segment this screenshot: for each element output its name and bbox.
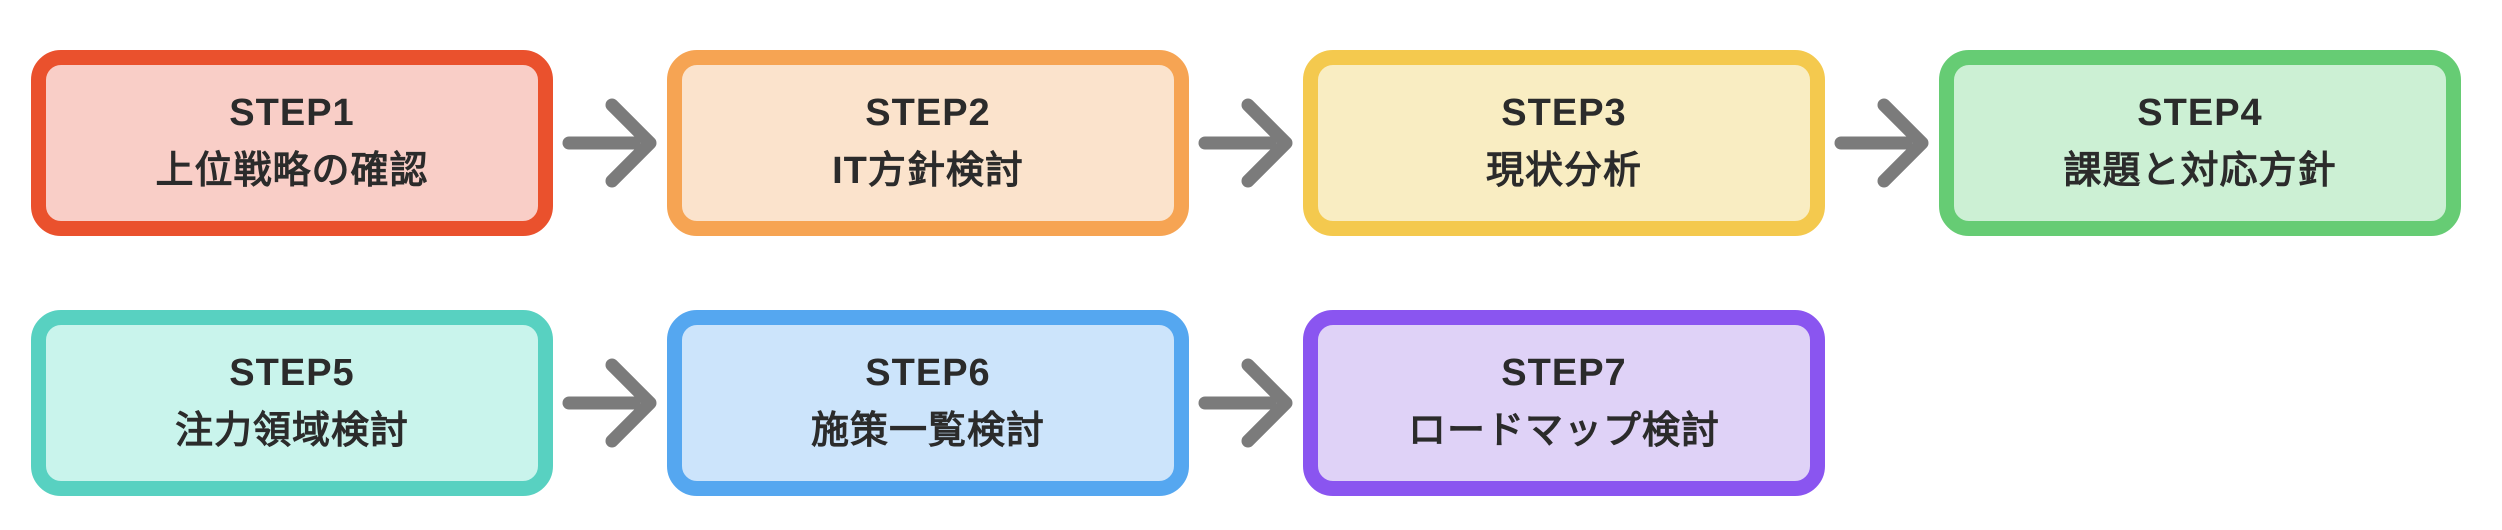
step-number-label: STEP7 bbox=[1501, 352, 1627, 395]
flow-row: STEP5 注力領域検討 STEP6 施策一覧検討 STEP7 ロードマップ検討 bbox=[31, 310, 2502, 496]
step-number-label: STEP1 bbox=[229, 92, 355, 135]
step-number-label: STEP5 bbox=[229, 352, 355, 395]
flow-rows-container: STEP1 上位戦略の確認 STEP2 IT方針検討 STEP3 現状分析 ST… bbox=[31, 50, 2502, 496]
step-number-label: STEP6 bbox=[865, 352, 991, 395]
step-description-label: 注力領域検討 bbox=[174, 410, 409, 452]
step-box-step6: STEP6 施策一覧検討 bbox=[667, 310, 1189, 496]
step-number-label: STEP2 bbox=[865, 92, 991, 135]
arrow-cell bbox=[1189, 97, 1303, 189]
arrow-cell bbox=[1189, 357, 1303, 449]
step-number-label: STEP3 bbox=[1501, 92, 1627, 135]
step-description-label: 施策一覧検討 bbox=[810, 410, 1045, 452]
step-box-step1: STEP1 上位戦略の確認 bbox=[31, 50, 553, 236]
arrow-right-icon bbox=[562, 358, 657, 448]
arrow-right-icon bbox=[562, 98, 657, 188]
step-number-label: STEP4 bbox=[2137, 92, 2263, 135]
arrow-right-icon bbox=[1198, 358, 1293, 448]
arrow-right-icon bbox=[1834, 98, 1929, 188]
step-box-step7: STEP7 ロードマップ検討 bbox=[1303, 310, 1825, 496]
step-description-label: 上位戦略の確認 bbox=[155, 150, 429, 192]
flow-row: STEP1 上位戦略の確認 STEP2 IT方針検討 STEP3 現状分析 ST… bbox=[31, 50, 2502, 236]
step-description-label: ロードマップ検討 bbox=[1407, 410, 1720, 452]
step-box-step4: STEP4 課題と対応方針 bbox=[1939, 50, 2461, 236]
step-description-label: 課題と対応方針 bbox=[2063, 150, 2337, 192]
step-description-label: 現状分析 bbox=[1485, 150, 1642, 192]
arrow-cell bbox=[553, 97, 667, 189]
arrow-cell bbox=[1825, 97, 1939, 189]
arrow-cell bbox=[553, 357, 667, 449]
step-box-step5: STEP5 注力領域検討 bbox=[31, 310, 553, 496]
step-box-step2: STEP2 IT方針検討 bbox=[667, 50, 1189, 236]
step-description-label: IT方針検討 bbox=[832, 150, 1024, 192]
step-box-step3: STEP3 現状分析 bbox=[1303, 50, 1825, 236]
arrow-right-icon bbox=[1198, 98, 1293, 188]
